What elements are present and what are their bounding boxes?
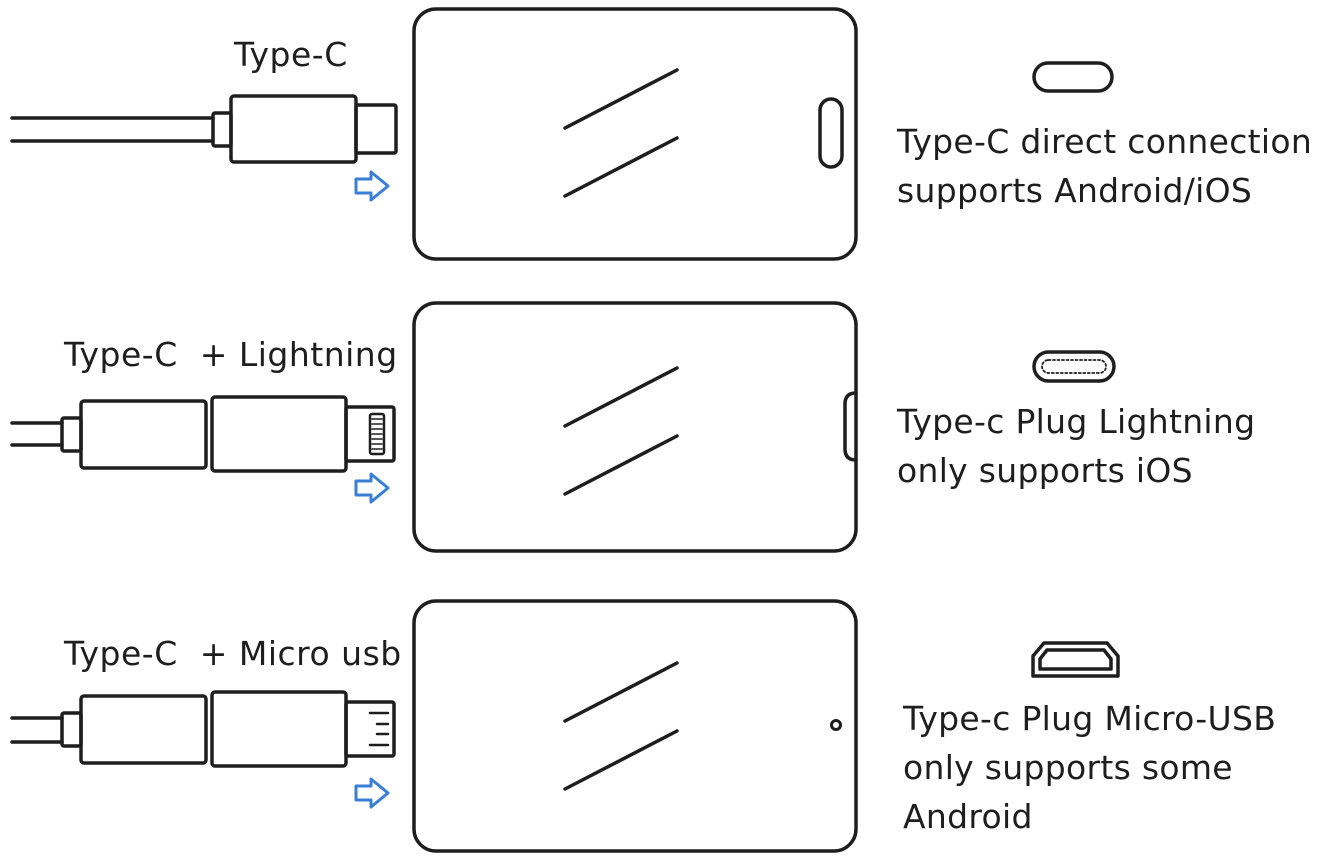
row-type-c: [10, 7, 1114, 261]
type-c-cable-icon: [10, 94, 398, 164]
phone-side-port: [843, 391, 858, 462]
insert-arrow-icon: [354, 777, 390, 809]
description-micro-usb: Type-c Plug Micro-USB only supports some…: [903, 694, 1276, 841]
insert-arrow-icon: [354, 170, 390, 202]
cable-label-type-c: Type-C: [234, 35, 348, 74]
description-type-c: Type-C direct connection supports Androi…: [897, 117, 1312, 215]
type-c-port-icon: [1032, 61, 1114, 93]
description-line: Type-c Plug Micro-USB: [903, 699, 1277, 738]
row-lightning: [10, 301, 1116, 553]
cable-label-lightning: Type-C + Lightning: [64, 335, 398, 374]
lightning-adapter-cable-icon: [10, 395, 396, 473]
description-line: only supports iOS: [897, 451, 1193, 490]
row-micro-usb: [10, 599, 1120, 853]
micro-usb-adapter-cable-icon: [10, 690, 396, 768]
lightning-port-icon: [1032, 350, 1116, 383]
phone-icon: [412, 301, 858, 553]
micro-usb-port-icon: [1031, 641, 1120, 678]
phone-icon: [412, 7, 858, 261]
insert-arrow-icon: [354, 472, 390, 504]
description-line: Type-C direct connection: [897, 122, 1313, 161]
phone-type-c-slot: [818, 97, 844, 169]
description-line: Android: [903, 797, 1033, 836]
phone-micro-usb-slot: [830, 719, 842, 731]
description-lightning: Type-c Plug Lightning only supports iOS: [897, 397, 1255, 495]
cable-label-micro-usb: Type-C + Micro usb: [64, 634, 402, 673]
description-line: only supports some: [903, 748, 1233, 787]
phone-icon: [412, 599, 858, 853]
description-line: supports Android/iOS: [897, 171, 1253, 210]
description-line: Type-c Plug Lightning: [897, 402, 1256, 441]
